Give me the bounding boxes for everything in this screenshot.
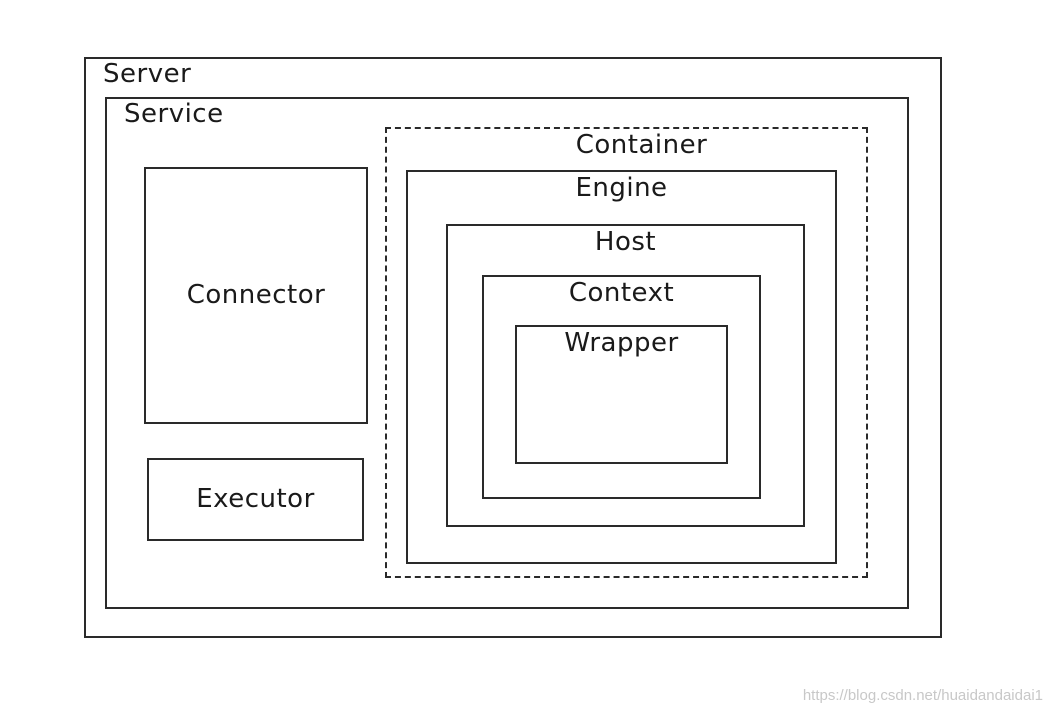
watermark: https://blog.csdn.net/huaidandaidai1	[802, 687, 1043, 704]
engine-box: Engine	[406, 170, 837, 564]
container-label: Container	[575, 130, 708, 160]
server-label: Server	[103, 59, 192, 89]
container-box: Container	[385, 127, 868, 578]
host-label: Host	[594, 227, 657, 257]
engine-label: Engine	[575, 173, 668, 203]
service-box: Service	[105, 97, 909, 609]
wrapper-box: Wrapper	[515, 325, 728, 464]
executor-label: Executor	[196, 484, 315, 514]
service-label: Service	[124, 99, 224, 129]
host-box: Host	[446, 224, 805, 527]
context-box: Context	[482, 275, 761, 499]
wrapper-label: Wrapper	[564, 328, 679, 358]
server-box: Server	[84, 57, 942, 638]
connector-box: Connector	[144, 167, 368, 424]
connector-label: Connector	[186, 280, 326, 310]
executor-box: Executor	[147, 458, 364, 541]
context-label: Context	[568, 278, 675, 308]
